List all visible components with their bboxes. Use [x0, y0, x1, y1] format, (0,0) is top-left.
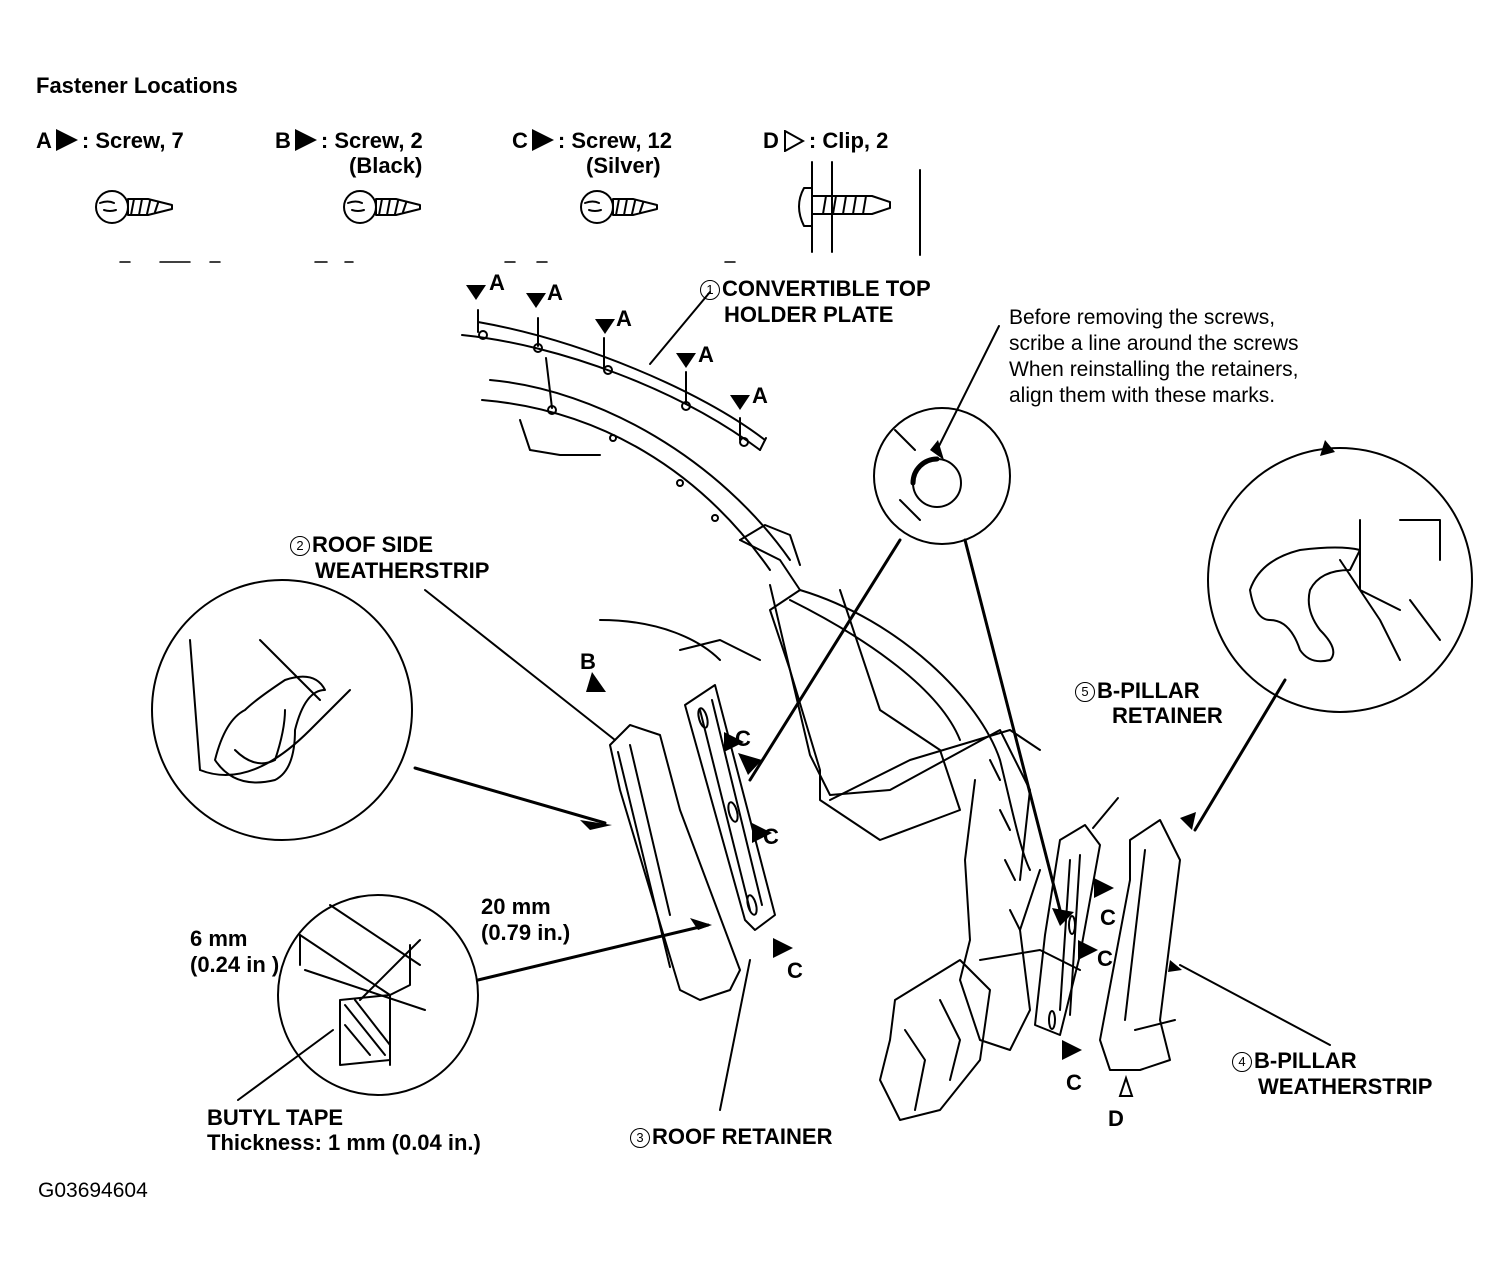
clip-d-illustration [798, 161, 921, 256]
callout-c: C [735, 726, 751, 751]
fastener-b-key: B [275, 128, 291, 153]
holder-plate-illustration [461, 309, 791, 571]
fastener-d-label: : Clip, 2 [808, 128, 889, 153]
part-5-number: 5 [1075, 682, 1095, 702]
body-structure-illustration [599, 524, 1081, 1121]
part-1-line2: HOLDER PLATE [724, 302, 894, 327]
b-pillar-retainer-illustration [1034, 824, 1101, 1036]
part-1-number: 1 [700, 280, 720, 300]
part-3-number: 3 [630, 1128, 650, 1148]
page-title: Fastener Locations [36, 73, 238, 98]
screw-a-illustration [95, 190, 173, 224]
leader-lines [237, 291, 1331, 1111]
fastener-a-label: : Screw, 7 [81, 128, 184, 153]
b-pillar-section-detail [1207, 447, 1473, 713]
fastener-c-sub: (Silver) [586, 153, 661, 178]
figure-id: G03694604 [38, 1179, 148, 1202]
note-line-1: Before removing the screws, [1009, 306, 1276, 329]
fastener-b-sub: (Black) [349, 153, 423, 178]
callout-d: D [1108, 1106, 1124, 1131]
dim-6mm-inches: (0.24 in ) [190, 952, 280, 977]
weatherstrip-section-detail [151, 579, 413, 841]
fastener-legend-a: A : Screw, 7 [36, 128, 184, 154]
fastener-legend-b: B : Screw, 2 [275, 128, 423, 154]
roof-side-weatherstrip-illustration [609, 724, 741, 1001]
filled-triangle-icon [294, 129, 317, 151]
part-1-line1: CONVERTIBLE TOP [722, 276, 931, 301]
callout-c: C [787, 958, 803, 983]
part-5-line1: B-PILLAR [1097, 678, 1200, 703]
note-line-4: align them with these marks. [1009, 384, 1276, 407]
callout-a: A [616, 306, 632, 331]
part-4-line1: B-PILLAR [1254, 1048, 1357, 1073]
part-3-line1: ROOF RETAINER [652, 1124, 833, 1149]
screw-b-illustration [343, 190, 421, 224]
dim-6mm: 6 mm [190, 926, 248, 951]
fastener-c-key: C [512, 128, 528, 153]
fastener-c-label: : Screw, 12 [557, 128, 673, 153]
callout-c: C [1066, 1070, 1082, 1095]
fastener-a-key: A [36, 128, 52, 153]
roof-retainer-illustration [684, 684, 776, 931]
fastener-legend-c: C : Screw, 12 [512, 128, 672, 154]
note-line-3: When reinstalling the retainers, [1009, 358, 1299, 381]
callout-a: A [752, 383, 768, 408]
butyl-tape-label: BUTYL TAPE [207, 1105, 344, 1130]
part-4-number: 4 [1232, 1052, 1252, 1072]
callout-c: C [1100, 905, 1116, 930]
fastener-d-key: D [763, 128, 779, 153]
callout-a: A [698, 342, 714, 367]
part-5-line2: RETAINER [1112, 703, 1223, 728]
retainer-mark-detail [873, 407, 1011, 545]
part-4-line2: WEATHERSTRIP [1258, 1074, 1433, 1099]
callout-a: A [547, 280, 563, 305]
filled-triangle-icon [531, 129, 554, 151]
dim-20mm: 20 mm [481, 894, 551, 919]
callout-triangles [466, 285, 1335, 1060]
callout-b: B [580, 649, 596, 674]
part-2-number: 2 [290, 536, 310, 556]
callout-c: C [1097, 946, 1113, 971]
fastener-b-label: : Screw, 2 [320, 128, 423, 153]
part-2-line2: WEATHERSTRIP [315, 558, 490, 583]
b-pillar-weatherstrip-illustration [1099, 819, 1181, 1071]
callout-c: C [763, 824, 779, 849]
fastener-legend-d: D : Clip, 2 [763, 128, 888, 154]
butyl-tape-thickness: Thickness: 1 mm (0.04 in.) [207, 1130, 481, 1155]
dim-20mm-inches: (0.79 in.) [481, 920, 571, 945]
open-triangle-icon [783, 130, 805, 152]
part-2-line1: ROOF SIDE [312, 532, 434, 557]
callout-a: A [489, 270, 505, 295]
screw-c-illustration [580, 190, 658, 224]
filled-triangle-icon [55, 129, 78, 151]
note-line-2: scribe a line around the screws [1009, 332, 1299, 355]
